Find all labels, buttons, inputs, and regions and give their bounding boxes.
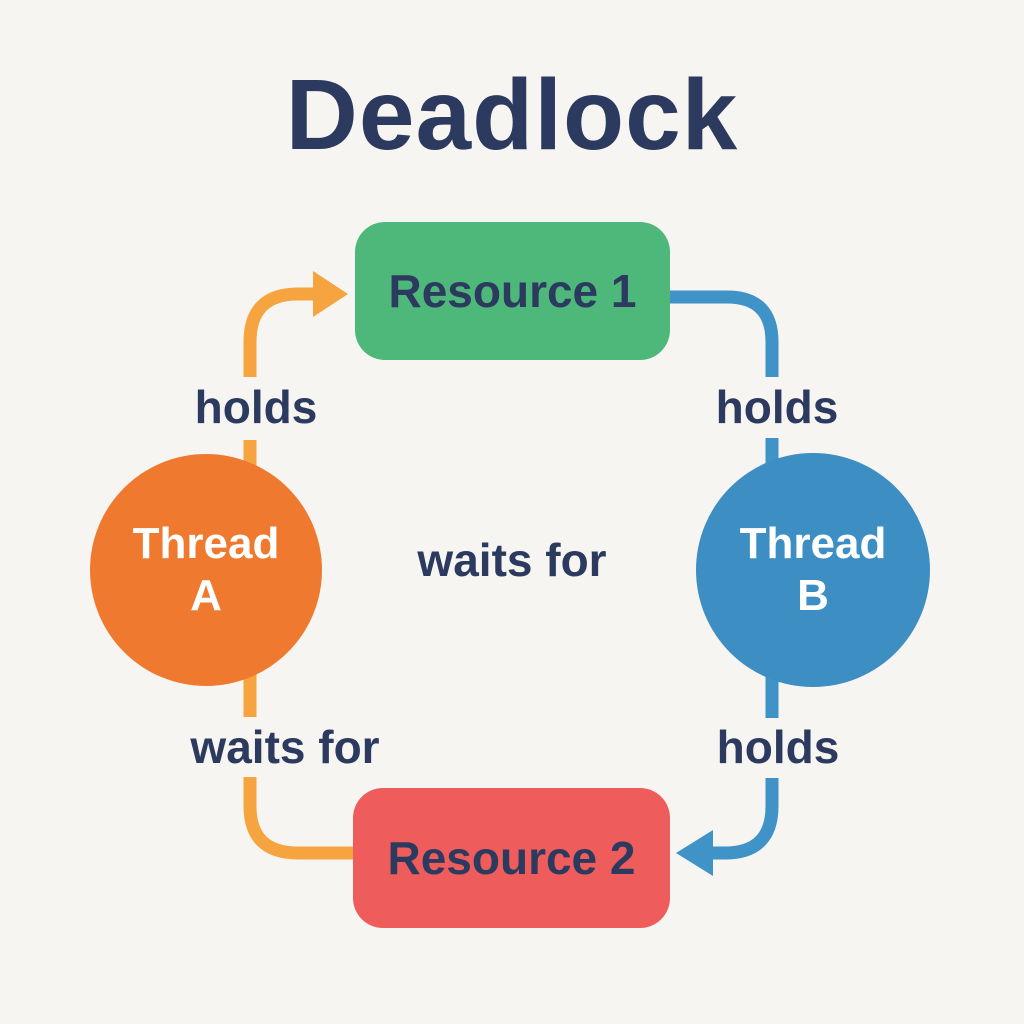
label-waits-for-center: waits for xyxy=(417,534,607,586)
thread-b-label-line1: Thread xyxy=(739,519,887,569)
resource-2-label: Resource 2 xyxy=(387,832,636,884)
resource-2-node: Resource 2 xyxy=(353,788,670,928)
arrowhead-left-icon xyxy=(676,830,713,876)
resource-1-label: Resource 1 xyxy=(388,265,637,317)
label-thread-a-holds: holds xyxy=(194,381,318,433)
label-thread-b-holds-r1: holds xyxy=(715,381,839,433)
page-title: Deadlock xyxy=(285,59,739,171)
resource-1-node: Resource 1 xyxy=(355,222,670,360)
thread-a-label-line2: A xyxy=(190,571,222,620)
thread-b-label-line2: B xyxy=(797,571,829,620)
edge-thread-a-holds-resource1 xyxy=(243,271,348,482)
thread-b-node: Thread B xyxy=(696,453,930,687)
label-thread-a-waits-for: waits for xyxy=(190,721,380,773)
thread-a-node: Thread A xyxy=(90,454,322,686)
label-thread-b-holds-r2: holds xyxy=(716,721,840,773)
arrowhead-right-icon xyxy=(313,271,348,317)
thread-a-label-line1: Thread xyxy=(132,519,280,569)
